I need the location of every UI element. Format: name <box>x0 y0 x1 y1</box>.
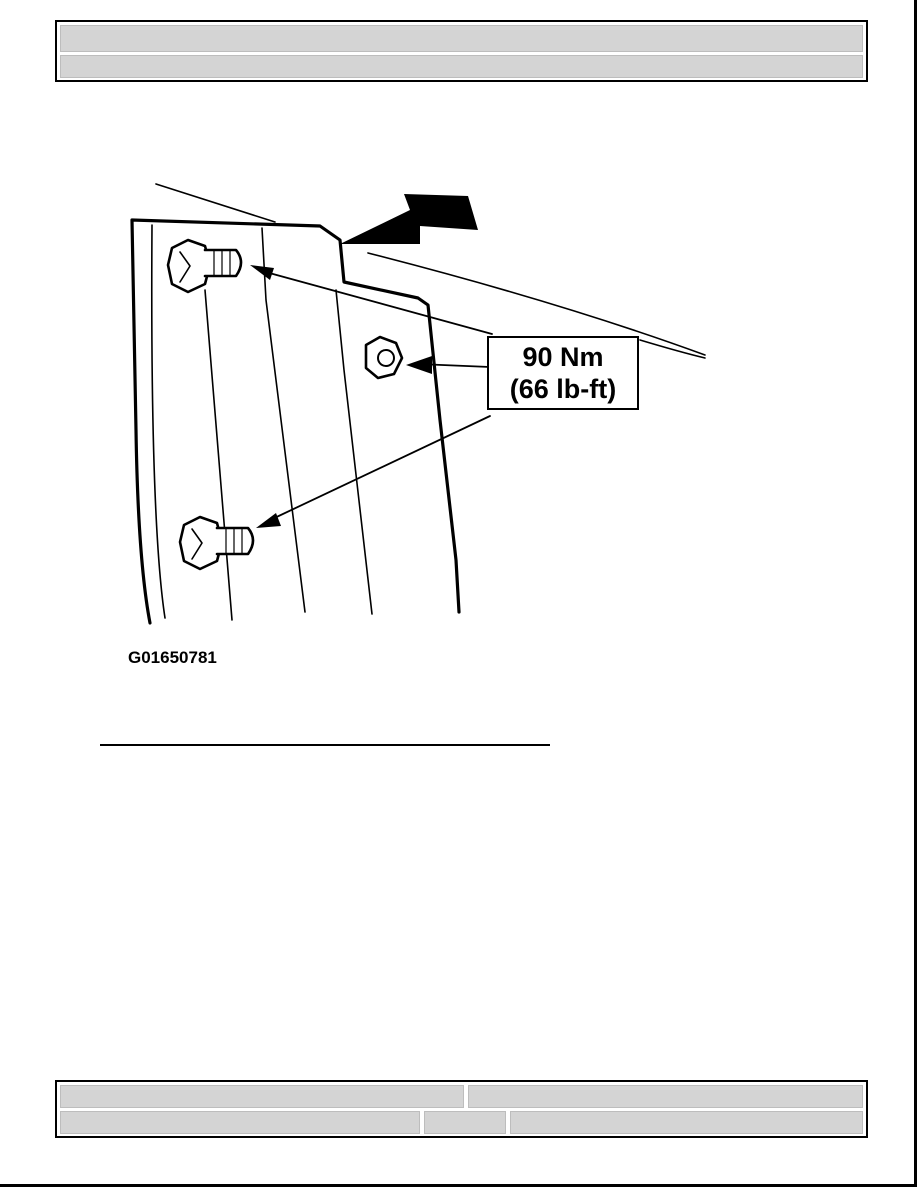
leader-line-lower <box>265 415 491 523</box>
view-direction-arrow-icon <box>340 194 478 244</box>
divider-rule <box>100 744 550 746</box>
center-nut-icon <box>364 335 404 380</box>
torque-illustration: 90 Nm (66 lb-ft) G01650781 <box>128 183 706 667</box>
bracket-outline <box>130 218 461 625</box>
torque-value-imperial: (66 lb-ft) <box>509 374 617 404</box>
footer-cell <box>60 1085 464 1108</box>
bracket-edge-line <box>150 224 166 619</box>
header-title-bar <box>60 25 863 52</box>
reference-line <box>155 183 276 223</box>
footer-cell <box>468 1085 863 1108</box>
bracket-contour-line <box>335 289 373 615</box>
torque-value-metric: 90 Nm <box>522 342 604 372</box>
header-subtitle-bar <box>60 55 863 78</box>
footer-cell <box>60 1111 420 1134</box>
arrowhead-middle-icon <box>406 356 432 374</box>
footer-box <box>55 1080 868 1138</box>
footer-cell <box>424 1111 506 1134</box>
bracket-contour-line <box>261 227 306 613</box>
bracket-drawing <box>130 183 706 625</box>
arrowhead-lower-icon <box>256 513 281 528</box>
torque-spec-callout: 90 Nm (66 lb-ft) <box>487 336 639 410</box>
leader-line-upper <box>261 270 493 335</box>
lower-bolt-head-icon <box>178 515 224 571</box>
header-box <box>55 20 868 82</box>
bracket-contour-line <box>204 289 233 621</box>
upper-bolt-head-icon <box>166 238 212 294</box>
arrowhead-upper-icon <box>250 265 274 280</box>
footer-cell <box>510 1111 863 1134</box>
reference-line <box>367 252 706 356</box>
figure-id: G01650781 <box>128 648 217 667</box>
